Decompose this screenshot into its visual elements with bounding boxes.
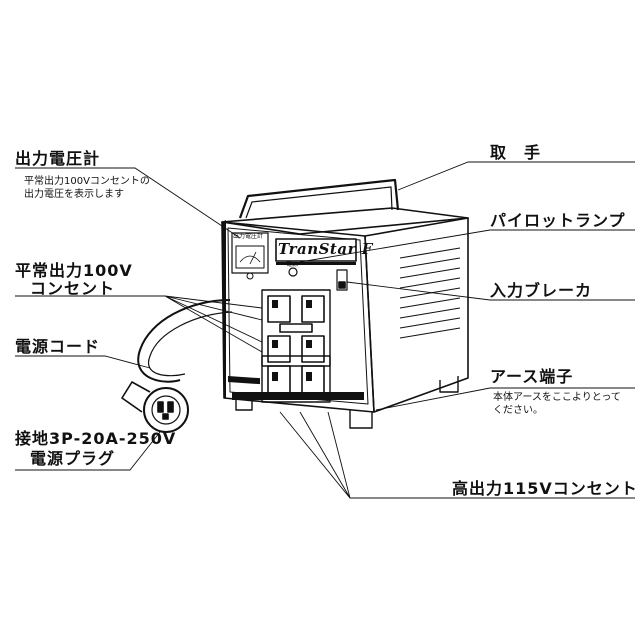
high-outlet-title: 高出力115Vコンセント [452,479,638,498]
leader-high-outlet [279,411,635,499]
pilot-lamp-title: パイロットランプ [490,211,626,230]
normal-outlet-title-2: コンセント [30,279,116,298]
handle [238,178,400,219]
handle-title: 取 手 [490,143,542,162]
leader-plug [15,431,161,471]
leader-power-cord [15,355,151,369]
plug-title-2: 電源プラグ [30,449,116,468]
voltmeter-title: 出力電圧計 [15,149,101,168]
earth-terminal-title: アース端子 [490,367,574,386]
leader-handle [397,161,635,191]
leader-pilot-lamp [299,229,635,263]
breaker-title: 入力ブレーカ [490,281,593,300]
power-cord-title: 電源コード [15,337,101,356]
leader-voltmeter [15,167,241,239]
pilot-lamp [288,267,298,277]
power-indicator-label: 電源 [286,261,299,268]
power-plug [143,387,189,433]
normal-outlet-panel [261,289,331,367]
leader-breaker [346,281,635,301]
leader-earth [375,387,635,411]
high-outlet-panel [261,355,331,403]
plug-title-1: 接地3P-20A-250V [15,429,177,448]
front-face [221,221,375,413]
leader-normal-outlet [15,295,263,353]
voltmeter-desc: 平常出力100Vコンセントの出力電圧を表示します [24,176,150,200]
input-breaker [336,269,348,291]
top-face [221,207,469,235]
meter-plate-label: 出力電圧計 [233,233,264,240]
normal-outlet-title-1: 平常出力100V [15,261,133,280]
earth-terminal-desc: 本体アースをここよりとってください。 [493,392,621,416]
power-cord [137,299,231,383]
product-logo: TranStar F [278,240,373,258]
